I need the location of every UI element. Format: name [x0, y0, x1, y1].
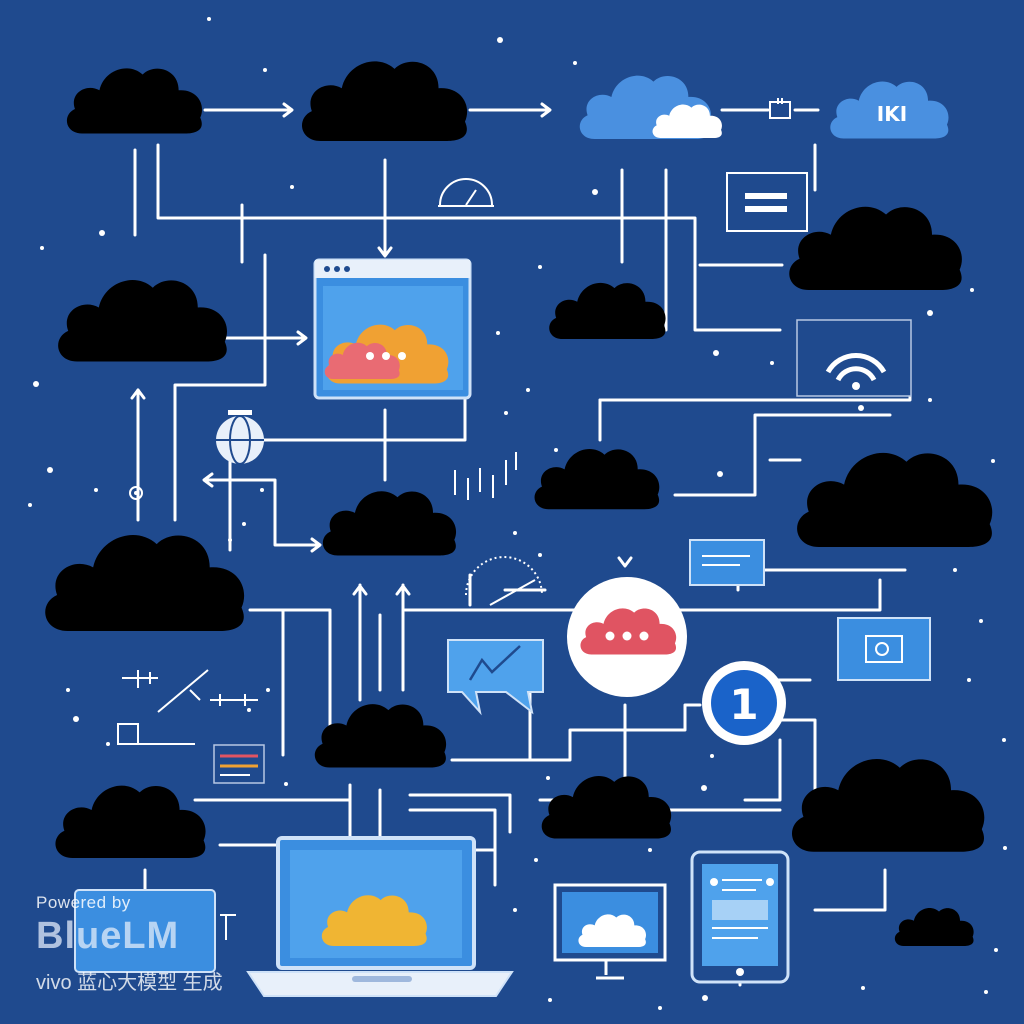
equals-icon [726, 172, 808, 232]
clouds [45, 61, 993, 946]
signal-bars-icon [454, 452, 517, 500]
cloud-icon [45, 535, 245, 631]
cloud-icon [322, 491, 457, 556]
connector-node-icon [769, 98, 791, 119]
laptop-icon [246, 836, 514, 997]
gauge-icon [465, 556, 543, 606]
monitor-icon [553, 883, 667, 980]
cloud-icon [894, 907, 974, 946]
globe-icon [216, 410, 264, 465]
cloud-icon [66, 68, 203, 134]
cloud-icon [58, 280, 228, 362]
node-icon [129, 486, 143, 500]
chart-bubble-icon [447, 639, 544, 716]
image-icon [837, 617, 931, 681]
tablet-icon [690, 850, 790, 984]
browser-window-icon [313, 258, 472, 400]
watermark-powered-by: Powered by [36, 893, 131, 912]
cloud-icon [534, 449, 660, 510]
blue-cloud-pair [579, 75, 722, 139]
watermark-brand: BlueLM [36, 915, 180, 957]
connector-lines [130, 102, 912, 987]
connector-node-icon [117, 669, 258, 745]
gauge-icon [438, 178, 494, 207]
badge-label: 1 [729, 680, 758, 729]
cloud-icon [797, 452, 993, 547]
cloud-icon [791, 758, 985, 852]
top-right-cloud-label: IKI [877, 102, 907, 126]
cloud-icon [789, 206, 962, 290]
monitor-icon [689, 539, 765, 586]
browser-window-icon [74, 889, 236, 973]
cloud-icon [314, 704, 447, 768]
server-rack-icon [213, 744, 265, 784]
cloud-icon [55, 785, 206, 858]
cloud-icon [301, 61, 468, 142]
watermark-subtitle: vivo 蓝心大模型 生成 [36, 972, 223, 994]
wifi-icon [796, 319, 912, 397]
cloud-icon [549, 282, 666, 339]
top-right-cloud: IKI [830, 81, 949, 139]
cloud-icon [541, 776, 672, 839]
chat-bubble-icon [567, 577, 687, 697]
number-badge-icon: 1 [702, 661, 786, 745]
